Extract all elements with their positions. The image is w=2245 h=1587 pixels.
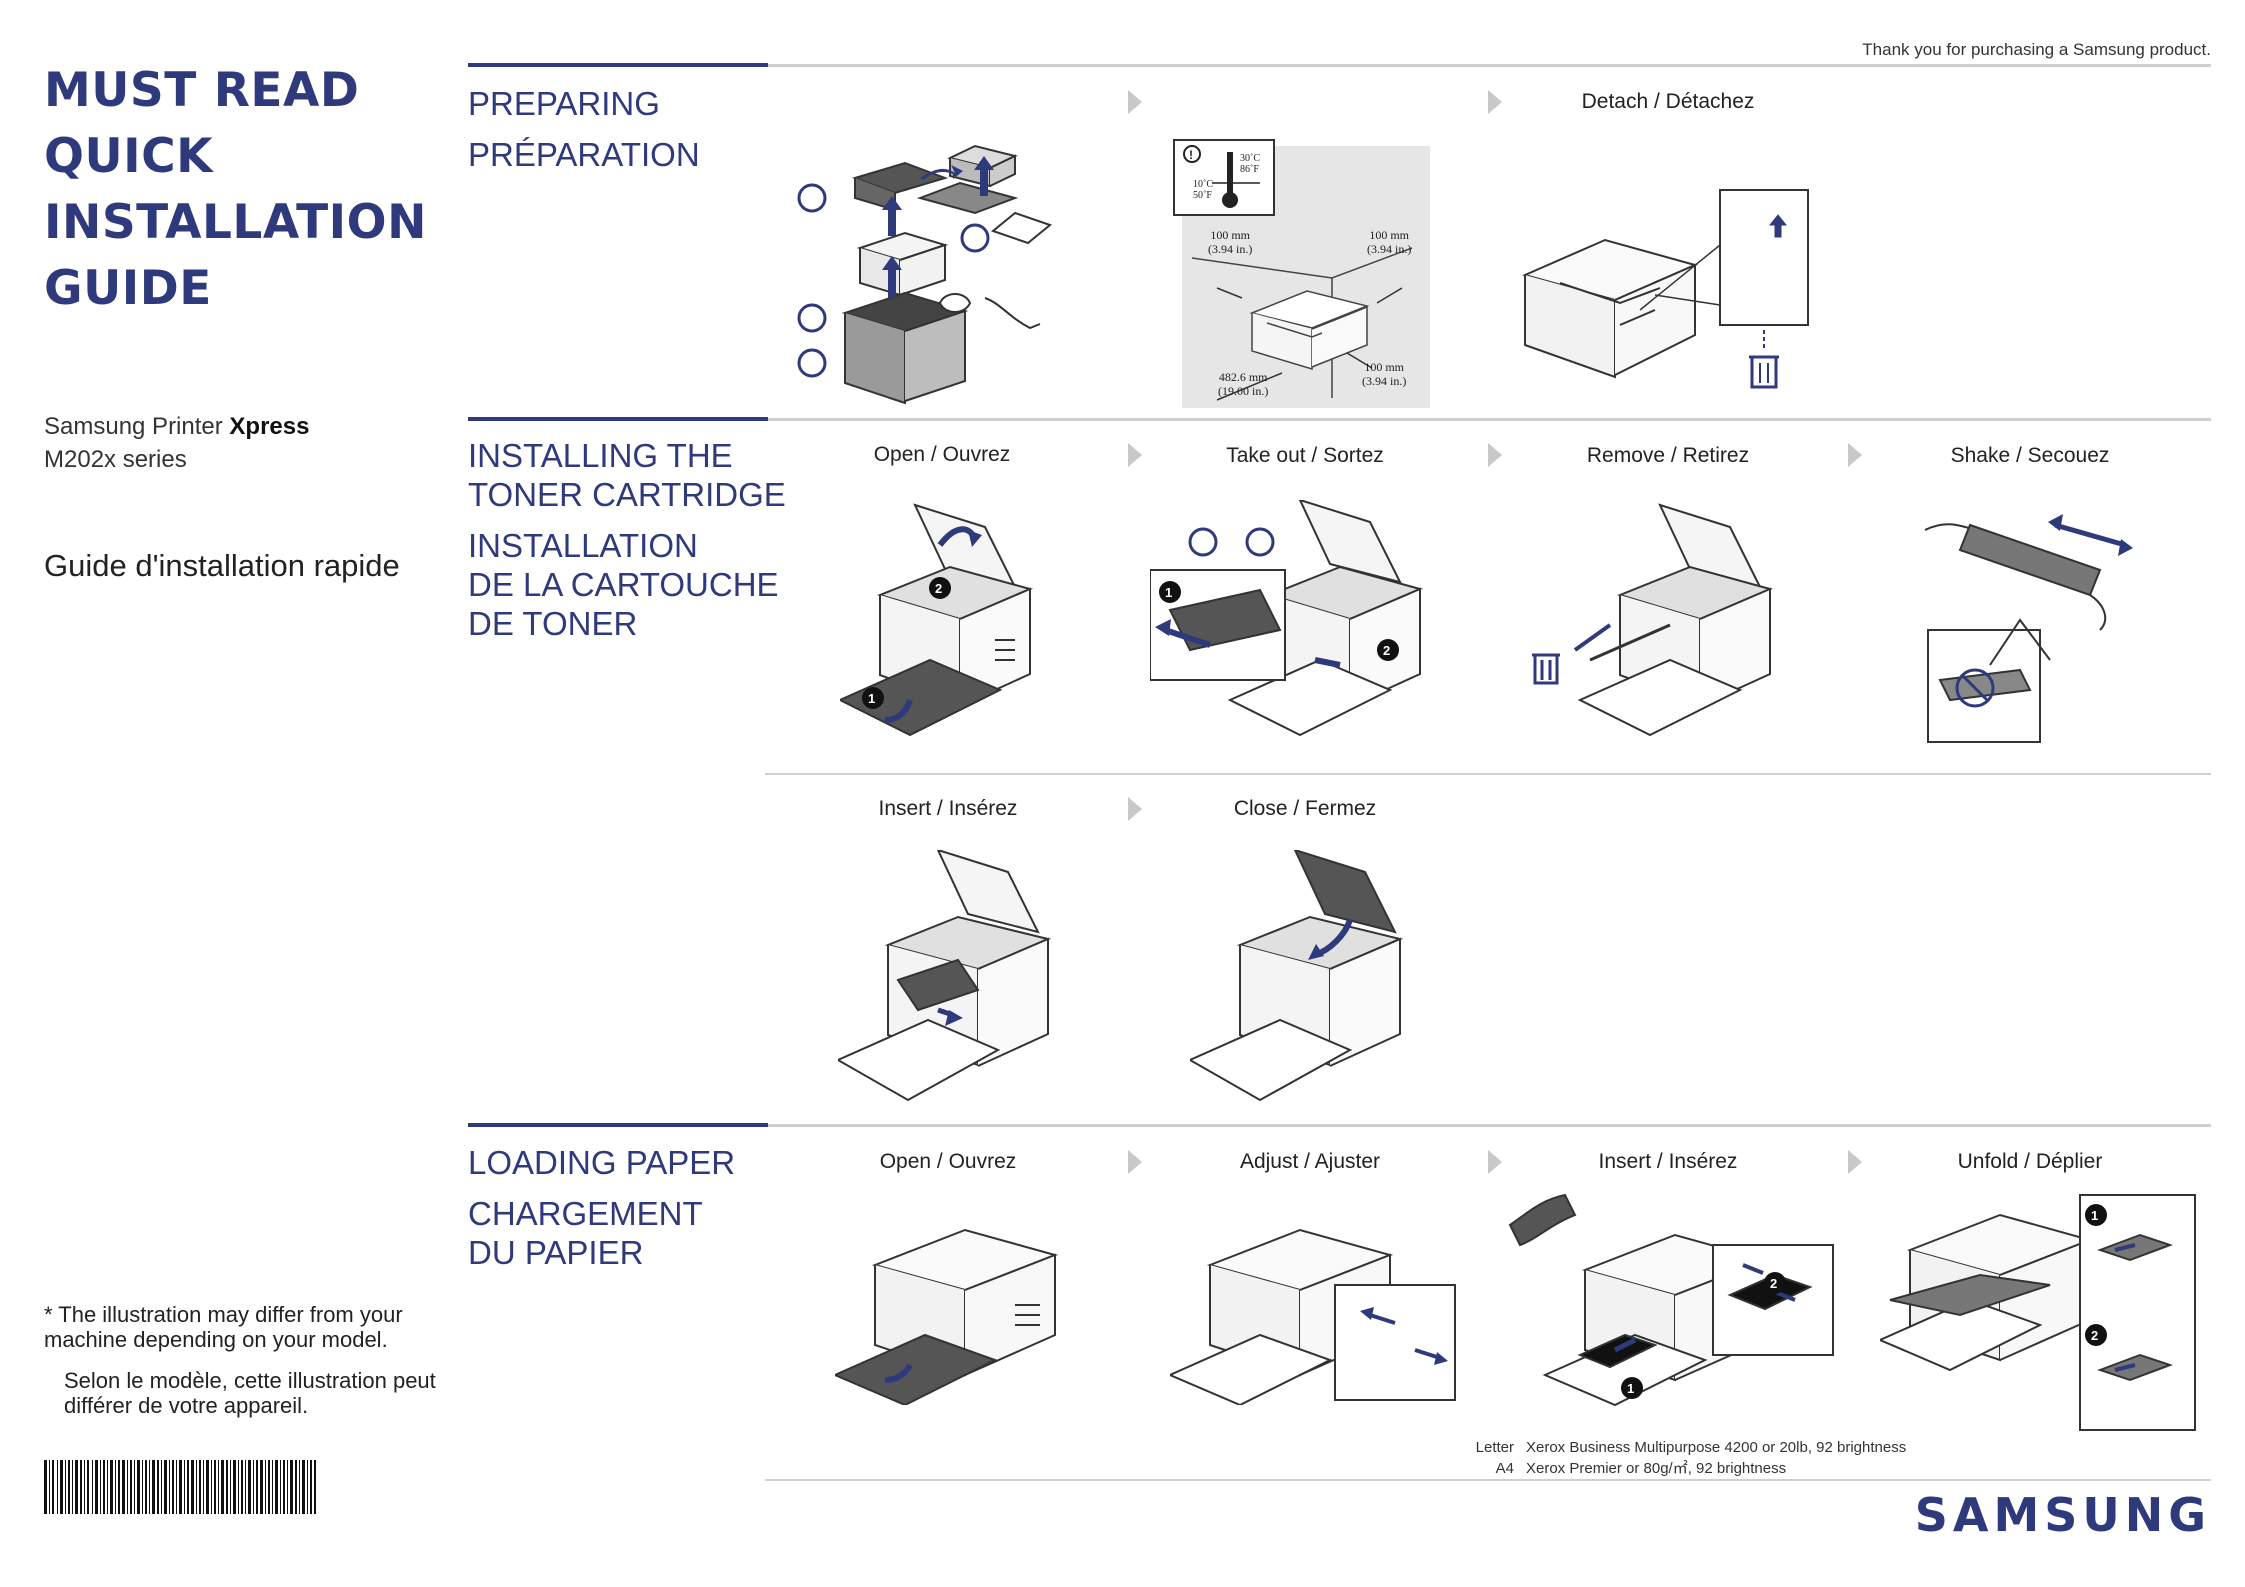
- temp-high-label: 30˚C 86˚F: [1240, 153, 1260, 175]
- svg-text:2: 2: [1770, 1276, 1777, 1291]
- open-cover-illustration: 2 1: [840, 503, 1034, 737]
- thanks-note: Thank you for purchasing a Samsung produ…: [1862, 40, 2211, 59]
- temp-low-label: 10˚C 50˚F: [1193, 179, 1213, 201]
- unboxing-illustration: [797, 144, 1053, 405]
- section-title-en: INSTALLING THE: [468, 437, 733, 474]
- insert-paper-illustration: 1 2: [1508, 1193, 1834, 1407]
- svg-text:1: 1: [1165, 585, 1172, 600]
- title-line: GUIDE: [44, 261, 212, 316]
- paper-size: Letter: [1475, 1439, 1514, 1456]
- shake-illustration: [1924, 514, 2133, 743]
- clearance-left-label: 100 mm (3.94 in.): [1208, 228, 1253, 256]
- brand-line: Samsung Printer: [44, 413, 230, 440]
- adjust-guides-illustration: [1170, 1228, 1456, 1405]
- guide-title-fr: Guide d'installation rapide: [44, 548, 400, 583]
- detach-illustration: [1522, 189, 1809, 389]
- section-title-fr: PRÉPARATION: [468, 136, 700, 173]
- step-title: Insert / Insérez: [878, 797, 1018, 820]
- section-title-paper: LOADING PAPER CHARGEMENT DU PAPIER: [468, 1143, 735, 1272]
- svg-text:1: 1: [1627, 1381, 1634, 1396]
- disclaimer-fr: Selon le modèle, cette illustration peut…: [64, 1368, 436, 1418]
- step-title: Insert / Insérez: [1598, 1150, 1738, 1173]
- section-title-fr: DU PAPIER: [468, 1234, 644, 1271]
- step-title: Adjust / Ajuster: [1239, 1150, 1381, 1173]
- step-arrow: [1848, 443, 1862, 467]
- section-accent-bar: [468, 63, 768, 67]
- guide-title: MUST READ QUICK INSTALLATION GUIDE: [44, 58, 427, 322]
- step-title: Shake / Secouez: [1950, 444, 2110, 467]
- step-title: Unfold / Déplier: [1957, 1150, 2103, 1173]
- step-title: Take out / Sortez: [1226, 444, 1384, 467]
- title-line: QUICK: [44, 129, 214, 184]
- svg-text:1: 1: [868, 691, 875, 706]
- paper-spec-row: Letter Xerox Business Multipurpose 4200 o…: [1466, 1437, 1907, 1458]
- step-title: Open / Ouvrez: [879, 1150, 1017, 1173]
- footer-divider: [765, 1479, 2211, 1481]
- close-cover-illustration: [1190, 850, 1404, 1102]
- barcode: [44, 1460, 316, 1514]
- take-out-illustration: 1 2: [1150, 500, 1424, 737]
- step-arrow: [1488, 1150, 1502, 1174]
- clearance-front-label: 482.6 mm (19.00 in.): [1218, 370, 1269, 398]
- paper-specs: Letter Xerox Business Multipurpose 4200 o…: [1466, 1437, 1907, 1479]
- title-line: MUST READ: [44, 63, 360, 118]
- svg-text:2: 2: [935, 581, 942, 596]
- open-tray-illustration: [835, 1228, 1059, 1405]
- section-title-preparing: PREPARING PRÉPARATION: [468, 84, 700, 174]
- step-title: Remove / Retirez: [1586, 444, 1750, 467]
- step-arrow: [1128, 1150, 1142, 1174]
- section-title-fr: DE TONER: [468, 605, 638, 642]
- section-title-en: PREPARING: [468, 85, 660, 122]
- disclaimer: * The illustration may differ from your …: [44, 1302, 444, 1434]
- insert-cartridge-illustration: [838, 850, 1052, 1102]
- paper-spec: Xerox Premier or 80g/㎡, 92 brightness: [1526, 1460, 1787, 1477]
- section-title-fr: INSTALLATION: [468, 527, 698, 564]
- step-arrow: [1128, 90, 1142, 114]
- section-accent-bar: [468, 1123, 768, 1127]
- section-title-en: LOADING PAPER: [468, 1144, 736, 1181]
- step-arrow: [1128, 797, 1142, 821]
- paper-size: A4: [1495, 1460, 1514, 1477]
- section-accent-bar: [468, 417, 768, 421]
- section-title-fr: CHARGEMENT: [468, 1195, 703, 1232]
- step-arrow: [1488, 90, 1502, 114]
- clearance-right-label: 100 mm (3.94 in.): [1367, 228, 1412, 256]
- step-title: Close / Fermez: [1233, 797, 1377, 820]
- remove-illustration: [1532, 503, 1774, 737]
- clearance-back-label: 100 mm (3.94 in.): [1362, 360, 1407, 388]
- product-name: Samsung Printer Xpress M202x series: [44, 410, 309, 476]
- title-line: INSTALLATION: [44, 195, 427, 250]
- unfold-tray-illustration: 1 2: [1880, 1194, 2196, 1431]
- brand-line-bold: Xpress: [229, 413, 310, 440]
- svg-text:2: 2: [1383, 643, 1390, 658]
- paper-spec-row: A4 Xerox Premier or 80g/㎡, 92 brightness: [1466, 1458, 1906, 1479]
- paper-spec: Xerox Business Multipurpose 4200 or 20lb…: [1526, 1439, 1907, 1456]
- section-title-toner: INSTALLING THE TONER CARTRIDGE INSTALLAT…: [468, 436, 786, 643]
- step-arrow: [1488, 443, 1502, 467]
- svg-text:!: !: [1189, 148, 1193, 162]
- step-title: Open / Ouvrez: [873, 443, 1011, 466]
- section-divider: [468, 64, 2211, 67]
- svg-text:2: 2: [2091, 1328, 2098, 1343]
- section-title-en: TONER CARTRIDGE: [468, 476, 786, 513]
- disclaimer-en: * The illustration may differ from your …: [44, 1302, 403, 1352]
- section-title-fr: DE LA CARTOUCHE: [468, 566, 779, 603]
- section-divider: [468, 1124, 2211, 1127]
- step-arrow: [1128, 443, 1142, 467]
- samsung-logo: SAMSUNG: [1914, 1488, 2211, 1542]
- row-divider: [765, 773, 2211, 775]
- svg-text:1: 1: [2091, 1208, 2098, 1223]
- model-name: M202x series: [44, 446, 187, 473]
- clearance-illustration: !: [1173, 139, 1413, 401]
- step-title: Detach / Détachez: [1581, 90, 1755, 113]
- step-arrow: [1848, 1150, 1862, 1174]
- section-divider: [468, 418, 2211, 421]
